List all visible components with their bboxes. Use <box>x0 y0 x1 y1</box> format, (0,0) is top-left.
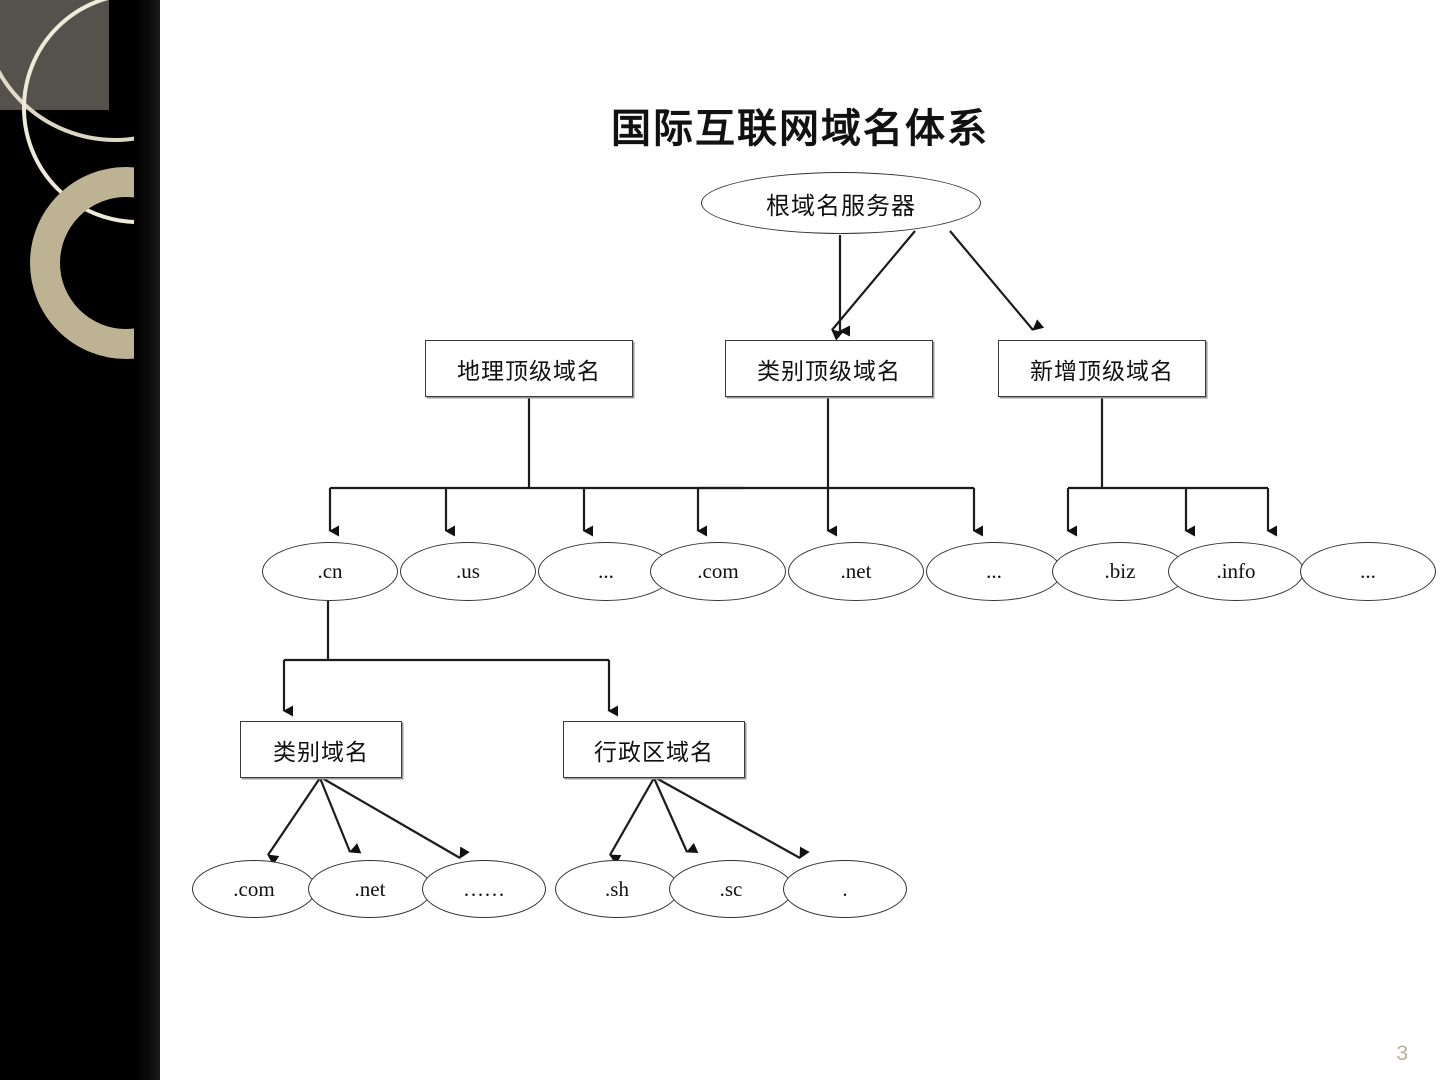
node-label: .com <box>697 559 739 583</box>
node-tld-new-more[interactable]: ... <box>1300 542 1436 601</box>
node-label: ... <box>1360 559 1376 583</box>
node-root-dns-server[interactable]: 根域名服务器 <box>701 172 981 234</box>
node-label: .info <box>1216 559 1256 583</box>
node-tld-cn[interactable]: .cn <box>262 542 398 601</box>
node-label: . <box>842 876 848 901</box>
node-cn-com[interactable]: .com <box>192 860 316 918</box>
node-cn-admin-more[interactable]: . <box>783 860 907 918</box>
node-administrative-domain[interactable]: 行政区域名 <box>563 721 745 778</box>
page-number: 3 <box>1396 1042 1408 1065</box>
node-tld-geo-more[interactable]: ... <box>538 542 674 601</box>
node-label: .com <box>233 876 275 901</box>
node-label: 类别域名 <box>273 739 369 766</box>
node-cn-category-more[interactable]: …… <box>422 860 546 918</box>
node-label: .biz <box>1104 559 1136 583</box>
node-label: .us <box>456 559 480 583</box>
node-geographic-tld[interactable]: 地理顶级域名 <box>425 340 633 397</box>
diagram-canvas: 根域名服务器 地理顶级域名 类别顶级域名 新增顶级域名 .cn .us ... … <box>160 0 1440 1080</box>
node-tld-info[interactable]: .info <box>1168 542 1304 601</box>
sidebar-edge-gradient <box>134 0 160 1080</box>
node-tld-us[interactable]: .us <box>400 542 536 601</box>
node-label: .net <box>354 876 386 901</box>
node-label: 根域名服务器 <box>766 191 916 220</box>
node-tld-com[interactable]: .com <box>650 542 786 601</box>
node-label: 类别顶级域名 <box>757 358 901 385</box>
decorative-sidebar <box>0 0 160 1080</box>
node-label: ... <box>986 559 1002 583</box>
node-label: …… <box>463 876 505 901</box>
node-tld-biz[interactable]: .biz <box>1052 542 1188 601</box>
node-label: 行政区域名 <box>594 739 714 766</box>
node-tld-category-more[interactable]: ... <box>926 542 1062 601</box>
node-category-tld[interactable]: 类别顶级域名 <box>725 340 933 397</box>
node-label: .net <box>840 559 872 583</box>
diagram-connectors <box>267 230 1277 866</box>
page-title: 国际互联网域名体系 <box>611 106 989 152</box>
node-category-domain[interactable]: 类别域名 <box>240 721 402 778</box>
node-label: ... <box>598 559 614 583</box>
node-cn-sc[interactable]: .sc <box>669 860 793 918</box>
node-cn-net[interactable]: .net <box>308 860 432 918</box>
node-label: 地理顶级域名 <box>457 358 601 385</box>
node-label: .cn <box>317 559 343 583</box>
node-label: .sh <box>605 876 629 901</box>
node-new-tld[interactable]: 新增顶级域名 <box>998 340 1206 397</box>
node-label: .sc <box>719 876 743 901</box>
node-cn-sh[interactable]: .sh <box>555 860 679 918</box>
node-tld-net[interactable]: .net <box>788 542 924 601</box>
node-label: 新增顶级域名 <box>1030 358 1174 385</box>
